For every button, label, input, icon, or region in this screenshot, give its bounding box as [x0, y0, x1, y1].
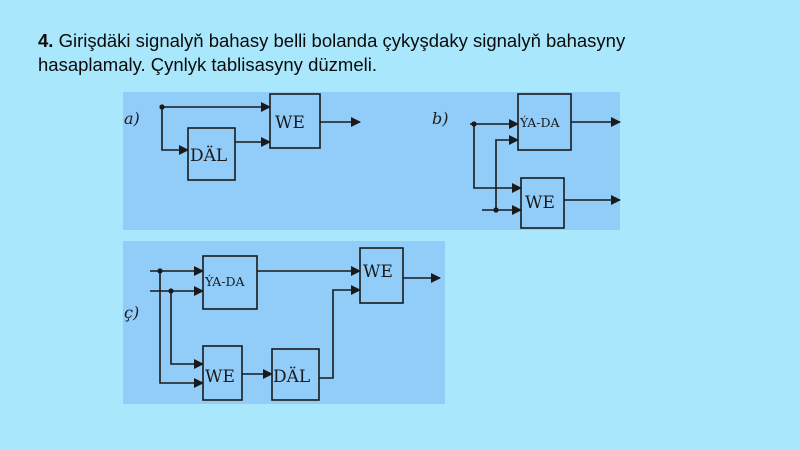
- panel-c: [123, 241, 445, 404]
- junction-dot: [493, 207, 499, 213]
- junction-dot: [159, 104, 165, 110]
- diagram-b: b) ÝA-DA WE: [432, 93, 621, 229]
- or-gate-block: [202, 255, 258, 310]
- wire: [473, 124, 522, 193]
- and-gate-block: [520, 177, 565, 229]
- diagram-a: a) DÄL WE: [124, 93, 361, 181]
- and-gate-label: WE: [275, 113, 305, 133]
- task-number: 4.: [38, 30, 54, 51]
- wire: [159, 271, 204, 388]
- wire: [319, 285, 361, 379]
- diagram-c: ç) ÝA-DA WE WE DÄL: [124, 247, 441, 401]
- diagram-a-label: a): [124, 109, 140, 128]
- not-gate-label: DÄL: [273, 366, 310, 387]
- wire: [170, 291, 204, 369]
- junction-dot: [157, 268, 163, 274]
- and-gate-label: WE: [363, 262, 393, 282]
- junction-dot: [471, 121, 477, 127]
- and-gate-lower-label: WE: [205, 367, 235, 387]
- diagram-c-label: ç): [124, 303, 139, 322]
- task-text: 4. Girişdäki signalyň bahasy belli bolan…: [38, 29, 778, 77]
- or-gate-label: ÝA-DA: [519, 115, 561, 130]
- panel-ab: [123, 92, 620, 230]
- wire: [495, 135, 519, 210]
- not-gate-label: DÄL: [190, 145, 227, 166]
- task-line1: Girişdäki signalyň bahasy belli bolanda …: [53, 30, 626, 51]
- and-gate-block-lower: [202, 345, 243, 401]
- wire: [161, 107, 189, 155]
- and-gate-block: [269, 93, 321, 149]
- and-gate-label: WE: [525, 193, 555, 213]
- task-line2: hasaplamaly. Çynlyk tablisasyny düzmeli.: [38, 54, 377, 75]
- diagram-b-label: b): [432, 109, 448, 128]
- junction-dot: [168, 288, 174, 294]
- or-gate-label: ÝA-DA: [204, 274, 246, 289]
